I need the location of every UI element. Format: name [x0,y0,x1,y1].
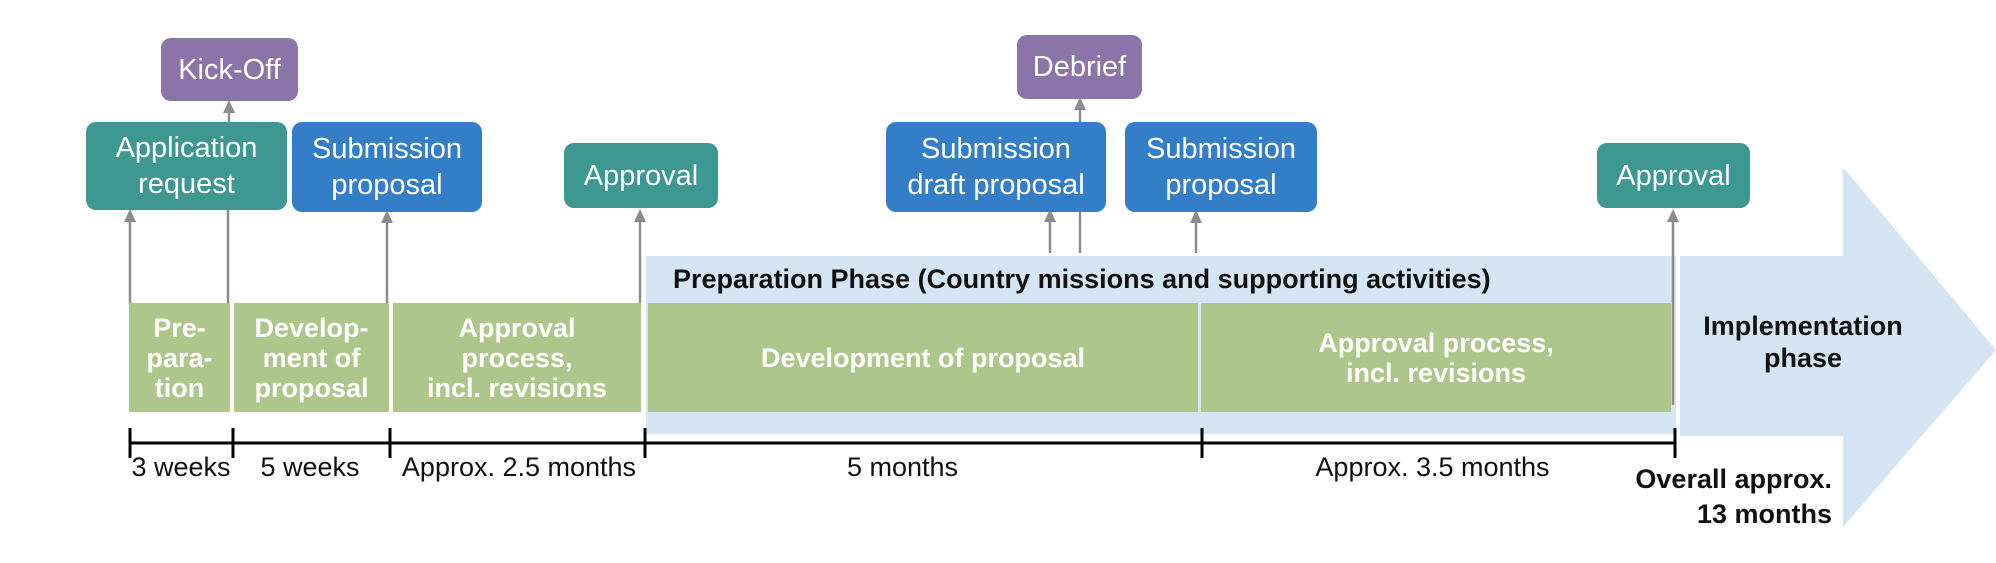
submission-proposal-box: Submission proposal [292,122,482,212]
timeline-axis [128,428,1677,458]
duration-label: Approx. 2.5 months [401,451,637,482]
approval-2-box: Approval [1597,143,1750,208]
connector-lines [128,104,1675,405]
activity-approval-process-2: Approval process, incl. revisions [1201,303,1671,412]
duration-label: 3 weeks [131,451,231,482]
duration-label: 5 weeks [260,451,360,482]
duration-label: Approx. 3.5 months [1315,451,1550,482]
kick-off-box: Kick-Off [161,38,298,101]
implementation-phase-label: Implementation phase [1703,311,1903,373]
application-request-box: Application request [86,122,287,210]
approval-box: Approval [564,143,718,208]
debrief-box: Debrief [1017,35,1142,99]
submission-proposal-2-box: Submission proposal [1125,122,1317,212]
submission-draft-proposal-box: Submission draft proposal [886,122,1106,212]
activity-preparation: Pre- para- tion [129,303,230,412]
preparation-phase-title: Preparation Phase (Country missions and … [673,264,1491,294]
activity-development-of-proposal-2: Development of proposal [648,303,1198,412]
activity-approval-process-1: Approval process, incl. revisions [393,303,641,412]
implementation-arrow [1680,167,1996,527]
activity-development-of-proposal-1: Develop- ment of proposal [234,303,389,412]
duration-label: 5 months [846,451,959,482]
overall-duration: Overall approx. 13 months [1635,464,1832,529]
connector-arrowheads [124,97,1679,223]
